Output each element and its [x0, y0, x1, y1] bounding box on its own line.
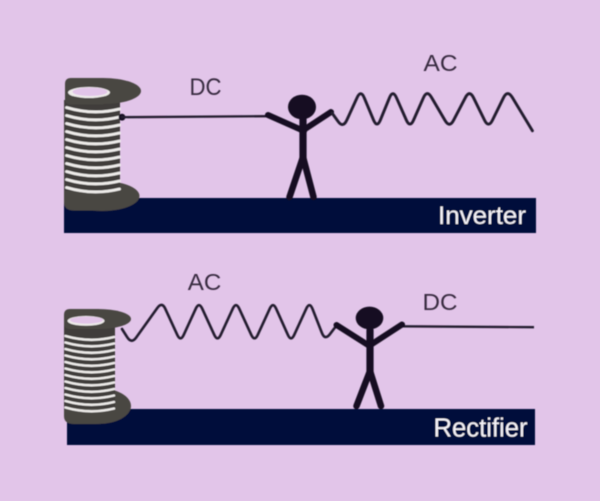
- svg-text:AC: AC: [188, 269, 222, 295]
- svg-text:AC: AC: [424, 50, 458, 76]
- svg-text:DC: DC: [423, 289, 458, 315]
- svg-text:Inverter: Inverter: [438, 202, 526, 230]
- svg-text:Rectifier: Rectifier: [434, 415, 529, 443]
- svg-text:DC: DC: [190, 74, 222, 101]
